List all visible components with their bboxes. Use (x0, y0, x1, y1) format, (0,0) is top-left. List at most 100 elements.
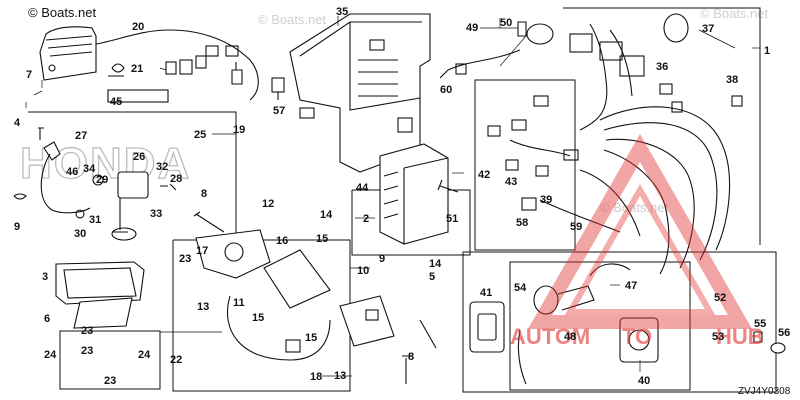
label-part-15b: 15 (252, 312, 264, 324)
label-part-10: 10 (357, 265, 369, 277)
label-part-54: 54 (514, 282, 527, 294)
frame-1 (563, 7, 761, 245)
frame-40 (509, 261, 691, 391)
watermark-mid: © Boats.net (600, 200, 669, 215)
label-part-5: 5 (429, 271, 435, 283)
label-part-13b: 13 (334, 370, 346, 382)
label-part-3: 3 (42, 271, 48, 283)
switch-housing[interactable] (195, 229, 395, 361)
label-part-26: 26 (133, 151, 145, 163)
part-number-labels: 1 2 3 4 5 6 7 8 8 9 9 10 11 12 13 13 14 … (14, 6, 790, 387)
label-part-37: 37 (702, 23, 714, 35)
label-part-55: 55 (754, 318, 766, 330)
label-part-58: 58 (516, 217, 528, 229)
label-part-44: 44 (356, 182, 369, 194)
mounting-bolt[interactable] (437, 179, 459, 193)
key-lanyard[interactable] (517, 329, 527, 385)
label-part-57: 57 (273, 105, 285, 117)
long-bolt[interactable] (193, 211, 225, 233)
label-part-43: 43 (505, 176, 517, 188)
label-part-12: 12 (262, 198, 274, 210)
label-part-24: 24 (44, 349, 57, 361)
label-part-8b: 8 (408, 351, 414, 363)
label-part-41: 41 (480, 287, 492, 299)
label-part-40: 40 (638, 375, 650, 387)
frame-42 (474, 79, 576, 251)
mounting-plate[interactable] (55, 261, 145, 305)
wire-clip-assembly[interactable] (107, 45, 243, 103)
label-part-7: 7 (26, 69, 32, 81)
label-part-49: 49 (466, 22, 478, 34)
label-part-53: 53 (712, 331, 724, 343)
label-part-23: 23 (179, 253, 191, 265)
ignition-switch[interactable] (533, 263, 631, 315)
label-part-15c: 15 (305, 332, 317, 344)
label-part-16: 16 (276, 235, 288, 247)
label-part-31: 31 (89, 214, 101, 226)
control-module[interactable] (379, 143, 449, 245)
label-part-23b: 23 (81, 325, 93, 337)
sensor-harness[interactable] (439, 21, 554, 79)
washer[interactable] (770, 342, 786, 354)
frame-22 (59, 330, 161, 390)
overlay-text-right: HUB (716, 324, 764, 349)
main-wire-harness[interactable] (539, 13, 743, 275)
label-part-1: 1 (764, 45, 770, 57)
label-part-47: 47 (625, 280, 637, 292)
label-part-35: 35 (336, 6, 348, 18)
frame-25 (28, 111, 237, 255)
leader-lines (25, 16, 760, 377)
label-part-20: 20 (132, 21, 144, 33)
label-part-23d: 23 (104, 375, 116, 387)
copyright-label: © Boats.net (28, 5, 97, 20)
switch-bezel[interactable] (469, 301, 505, 353)
label-part-38: 38 (726, 74, 738, 86)
watermark-top: © Boats.net (258, 12, 327, 27)
label-part-42: 42 (478, 169, 490, 181)
frame-10 (172, 239, 351, 392)
sub-harness-connectors[interactable] (487, 95, 579, 177)
overlay-text-mid: TO (622, 324, 652, 349)
label-part-9: 9 (14, 221, 20, 233)
label-part-19: 19 (233, 124, 245, 136)
label-part-4: 4 (14, 117, 21, 129)
label-part-8: 8 (201, 188, 207, 200)
long-bolt[interactable] (419, 319, 437, 349)
label-part-60: 60 (440, 84, 452, 96)
label-part-17: 17 (196, 245, 208, 257)
fuse-connector[interactable] (521, 197, 537, 211)
watermark-right: © Boats.net (700, 6, 769, 21)
label-part-21: 21 (131, 63, 143, 75)
label-part-46: 46 (66, 166, 78, 178)
wire-clamp[interactable] (271, 77, 285, 100)
frame-47 (462, 251, 777, 393)
label-part-48: 48 (564, 331, 576, 343)
overlay-watermark: AUTOM TO HUB (510, 133, 764, 349)
label-part-30: 30 (74, 228, 86, 240)
label-part-6: 6 (44, 313, 50, 325)
label-part-25: 25 (194, 129, 206, 141)
label-part-52: 52 (714, 292, 726, 304)
label-part-28: 28 (170, 173, 182, 185)
switch-panel[interactable] (619, 317, 659, 363)
label-part-36: 36 (656, 61, 668, 73)
diagram-code: ZVJ4Y0308 (738, 386, 791, 397)
label-part-33: 33 (150, 208, 162, 220)
remote-control-box[interactable] (39, 26, 259, 101)
label-part-32: 32 (156, 161, 168, 173)
label-part-11: 11 (233, 297, 245, 309)
label-part-45: 45 (110, 96, 122, 108)
label-part-23c: 23 (81, 345, 93, 357)
label-part-15: 15 (316, 233, 328, 245)
label-part-39: 39 (540, 194, 552, 206)
label-part-9b: 9 (379, 253, 385, 265)
long-bolt[interactable] (402, 355, 410, 384)
lock-nut[interactable] (753, 331, 763, 343)
label-part-56: 56 (778, 327, 790, 339)
label-part-51: 51 (446, 213, 458, 225)
overlay-text-left: AUTOM (510, 324, 590, 349)
throttle-lever-assembly[interactable] (13, 127, 177, 241)
label-part-27: 27 (75, 130, 87, 142)
gasket[interactable] (73, 297, 133, 329)
